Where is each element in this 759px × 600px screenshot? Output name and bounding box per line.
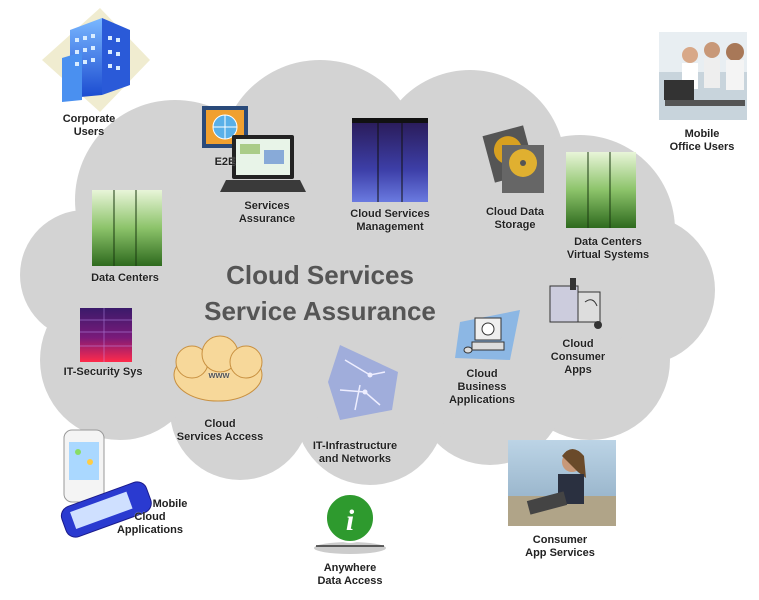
virtual-systems-server-icon [566,152,636,228]
www-label: www [208,370,230,380]
management-server-icon [352,118,428,202]
www-cloud-icon [173,335,263,402]
laptop-icon [220,135,306,192]
data-center-server-icon [92,190,162,266]
it-security-label: IT-Security Sys [63,366,143,378]
corporate-building-icon [42,8,150,112]
hard-drive-icon [482,125,544,193]
security-system-icon [80,308,132,362]
svg-text:i: i [346,504,355,537]
e2e-icon [202,106,248,148]
title-line-1: Cloud Services [226,260,414,290]
media-app-icon [549,278,602,329]
title-line-2: Service Assurance [204,296,436,326]
data-centers-label: Data Centers [91,272,159,284]
info-icon: i [314,493,386,554]
office-users-photo [659,32,747,120]
circuit-board-icon [328,345,398,420]
diagram-title: Cloud Services Service Assurance [190,260,450,326]
consumer-photo [508,440,616,526]
e2e-label: E2E [214,156,236,168]
business-app-icon [455,310,520,360]
mobile-phone-icon [60,429,152,538]
